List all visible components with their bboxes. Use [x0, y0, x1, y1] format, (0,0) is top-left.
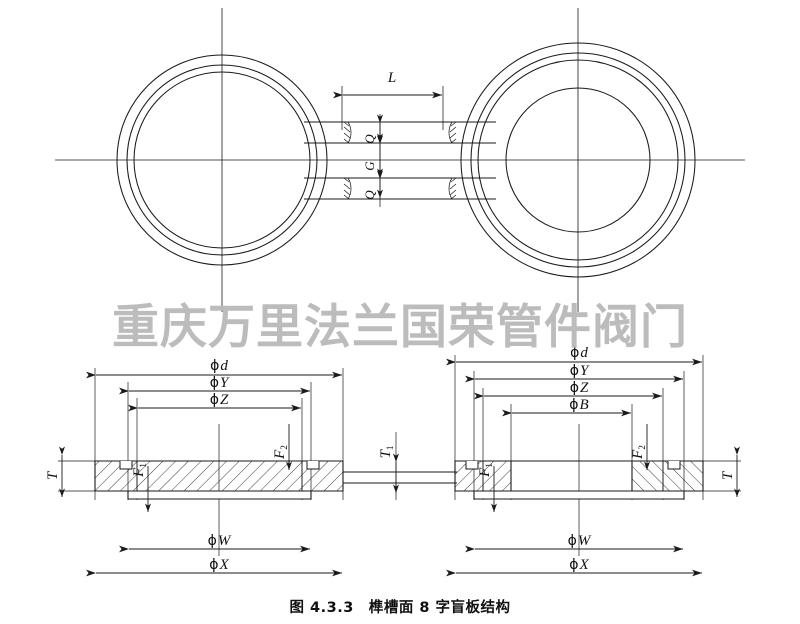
label-phi-Y-left: ϕY: [210, 375, 230, 391]
label-F1-left: F1: [131, 463, 148, 478]
label-phi-d-left: ϕd: [210, 358, 228, 374]
label-phi-d-right: ϕd: [570, 345, 588, 361]
label-phi-X-right: ϕX: [569, 557, 589, 573]
label-Q-lower: Q: [362, 190, 377, 200]
left-plate-body: [94, 460, 344, 500]
label-F1-right: F1: [477, 463, 494, 478]
label-L: L: [387, 70, 396, 86]
label-phi-Z-right: ϕZ: [570, 380, 589, 396]
figure-caption: 图 4.3.3 榫槽面 8 字盲板结构: [289, 600, 511, 616]
left-dim-labels: ϕd ϕY ϕZ ϕW ϕX T F2 F1: [45, 358, 289, 573]
label-phi-Z-left: ϕZ: [210, 392, 229, 408]
label-T-right: T: [720, 470, 736, 480]
connecting-bridge: [304, 121, 496, 200]
right-plate-body: [454, 460, 704, 500]
label-T-left: T: [45, 470, 61, 480]
right-section-group: [446, 355, 741, 577]
dimension-T-left: [58, 446, 96, 497]
left-flange-circles: [116, 54, 328, 266]
label-G: G: [362, 161, 377, 171]
plan-view-group: [55, 8, 745, 312]
label-Q-upper: Q: [362, 134, 377, 144]
label-T1: T1: [378, 446, 395, 459]
right-flange-circles: [460, 42, 696, 278]
neck-fillets: [343, 121, 457, 200]
dimension-T-right: [703, 446, 741, 497]
label-phi-Y-right: ϕY: [570, 363, 590, 379]
label-phi-B-right: ϕB: [569, 397, 588, 413]
right-dim-labels: ϕd ϕY ϕZ ϕB ϕW ϕX T F2: [477, 345, 736, 573]
label-F2-right: F2: [630, 445, 647, 460]
label-phi-X-left: ϕX: [209, 557, 229, 573]
label-phi-W-right: ϕW: [568, 533, 592, 549]
label-phi-W-left: ϕW: [208, 533, 232, 549]
label-F2-left: F2: [272, 445, 289, 460]
dimension-L: [333, 86, 444, 130]
left-section-group: [58, 368, 344, 577]
drawing-labels: L Q G Q ϕd ϕY ϕZ ϕW ϕX: [45, 70, 736, 573]
section-bridge-bar: [343, 432, 457, 500]
